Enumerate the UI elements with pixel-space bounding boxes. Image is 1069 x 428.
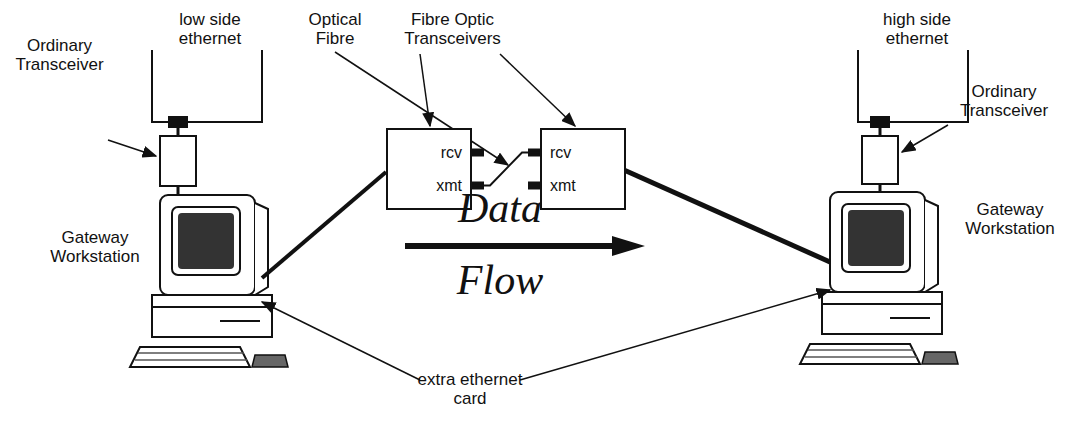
transceiver-box: rcv xmt (540, 128, 626, 210)
callout-label: Gateway Workstation (955, 200, 1065, 238)
callout-label: high side ethernet (872, 10, 962, 48)
port-label: rcv (550, 144, 571, 162)
callout-label: low side ethernet (165, 10, 255, 48)
callout-label: Ordinary Transceiver (945, 82, 1063, 120)
port-label: xmt (550, 177, 576, 195)
callout-label: Gateway Workstation (40, 228, 150, 266)
port-label: rcv (441, 144, 462, 162)
optical-fibre (472, 153, 540, 186)
callout-label: extra ethernet card (415, 370, 525, 408)
callout-label: Fibre Optic Transceivers (385, 10, 520, 48)
callout-label: Data Flow (440, 172, 560, 316)
port-stub (472, 149, 484, 157)
callout-label: Optical Fibre (290, 10, 380, 48)
callout-label: Ordinary Transceiver (2, 36, 117, 74)
